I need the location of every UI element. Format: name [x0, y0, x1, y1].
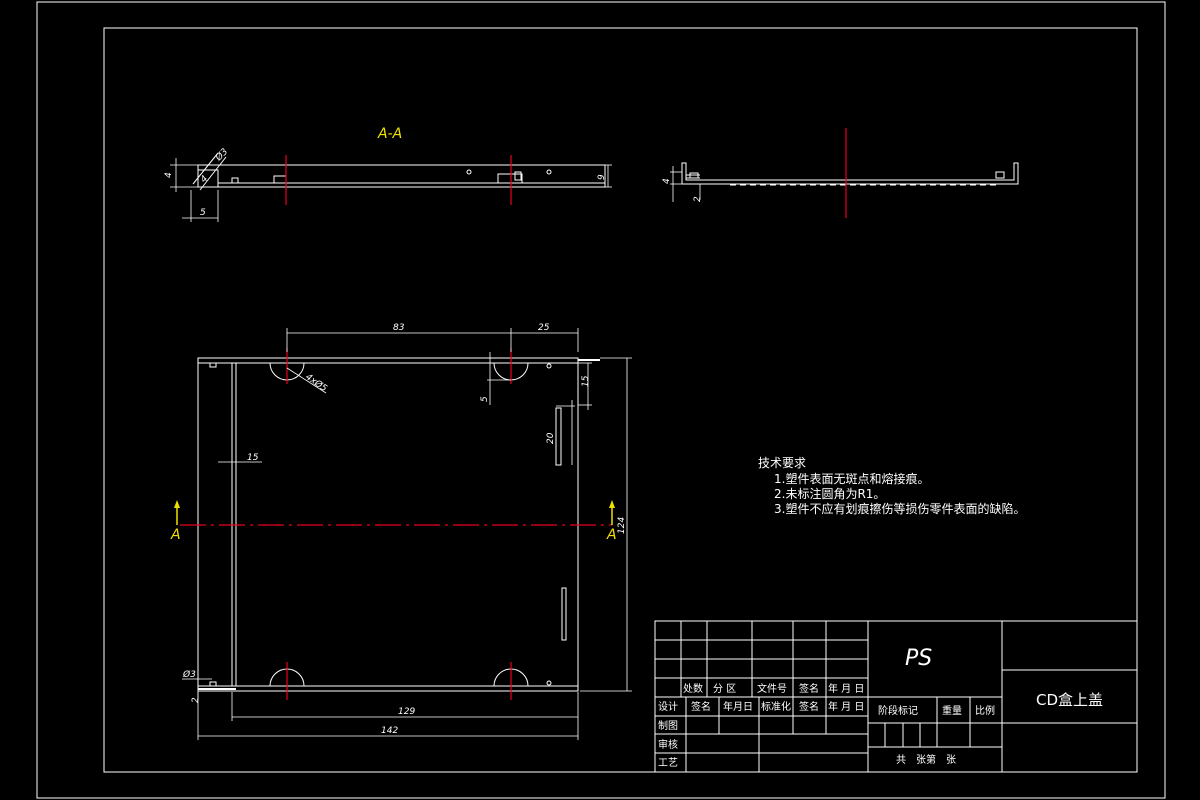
- dim-phi3-top: Ø3: [213, 146, 231, 164]
- technical-notes: 技术要求 1.塑件表面无斑点和熔接痕。 2.未标注圆角为R1。 3.塑件不应有划…: [758, 456, 1025, 516]
- tb-left-label: 审核: [658, 738, 678, 751]
- tb-stage: 重量: [942, 704, 962, 717]
- dim-4-left: 4: [164, 172, 174, 178]
- dim-25: 25: [538, 323, 550, 333]
- part-name: CD盒上盖: [1036, 691, 1103, 709]
- tb-design: 标准化: [761, 700, 791, 713]
- tb-sheet-count: 共 张第 张: [896, 753, 956, 766]
- tb-design: 签名: [691, 700, 711, 713]
- section-marker-left: A: [170, 527, 181, 543]
- section-marker-right: A: [606, 527, 617, 543]
- dim-4-diag: 4: [199, 174, 210, 185]
- tb-stage: 阶段标记: [878, 704, 918, 717]
- tb-stage: 比例: [975, 704, 995, 717]
- tb-design: 年月日: [723, 700, 753, 713]
- dim-15-left: 15: [247, 453, 259, 463]
- side-view: 4 2: [662, 128, 1019, 218]
- notes-heading: 技术要求: [758, 456, 806, 470]
- tb-header: 处数: [683, 682, 703, 695]
- section-view-a-a: A-A Ø3 4 4 5 9: [164, 126, 612, 222]
- dim-83: 83: [393, 323, 405, 333]
- tb-header: 年 月 日: [828, 682, 864, 695]
- dim-142: 142: [381, 726, 398, 736]
- plan-view: A A 83 25 4xØ5 5 15 20 15 124: [170, 323, 632, 740]
- tb-header: 文件号: [757, 682, 787, 695]
- dim-phi3-bottom: Ø3: [182, 669, 196, 680]
- tb-design: 年 月 日: [828, 700, 864, 713]
- material-label: PS: [905, 646, 932, 671]
- dim-4-side: 4: [662, 178, 672, 184]
- dim-5-small: 5: [480, 396, 490, 402]
- dim-9-right: 9: [597, 174, 607, 180]
- tb-left-label: 制图: [658, 719, 678, 732]
- title-block: PS CD盒上盖 处数 分 区 文件号 签名 年 月 日 设计 签名 年月日 标…: [654, 620, 1138, 773]
- dim-5-bottom: 5: [200, 208, 206, 218]
- sheet-frame: [36, 1, 1166, 799]
- dim-holes: 4xØ5: [303, 371, 329, 394]
- dim-2-side: 2: [693, 196, 703, 202]
- dim-124: 124: [617, 517, 627, 534]
- tb-design: 签名: [799, 700, 819, 713]
- note-item: 1.塑件表面无斑点和熔接痕。: [774, 471, 929, 486]
- dim-2-bottom: 2: [191, 697, 201, 703]
- tb-design: 设计: [658, 700, 678, 713]
- note-item: 3.塑件不应有划痕擦伤等损伤零件表面的缺陷。: [774, 501, 1025, 516]
- dim-129: 129: [398, 707, 415, 717]
- tb-header: 分 区: [713, 683, 736, 695]
- tb-left-label: 工艺: [658, 757, 678, 769]
- dim-20: 20: [546, 432, 556, 444]
- section-title: A-A: [377, 126, 402, 142]
- note-item: 2.未标注圆角为R1。: [774, 486, 885, 501]
- dim-15-right: 15: [581, 375, 591, 387]
- tb-header: 签名: [799, 682, 819, 695]
